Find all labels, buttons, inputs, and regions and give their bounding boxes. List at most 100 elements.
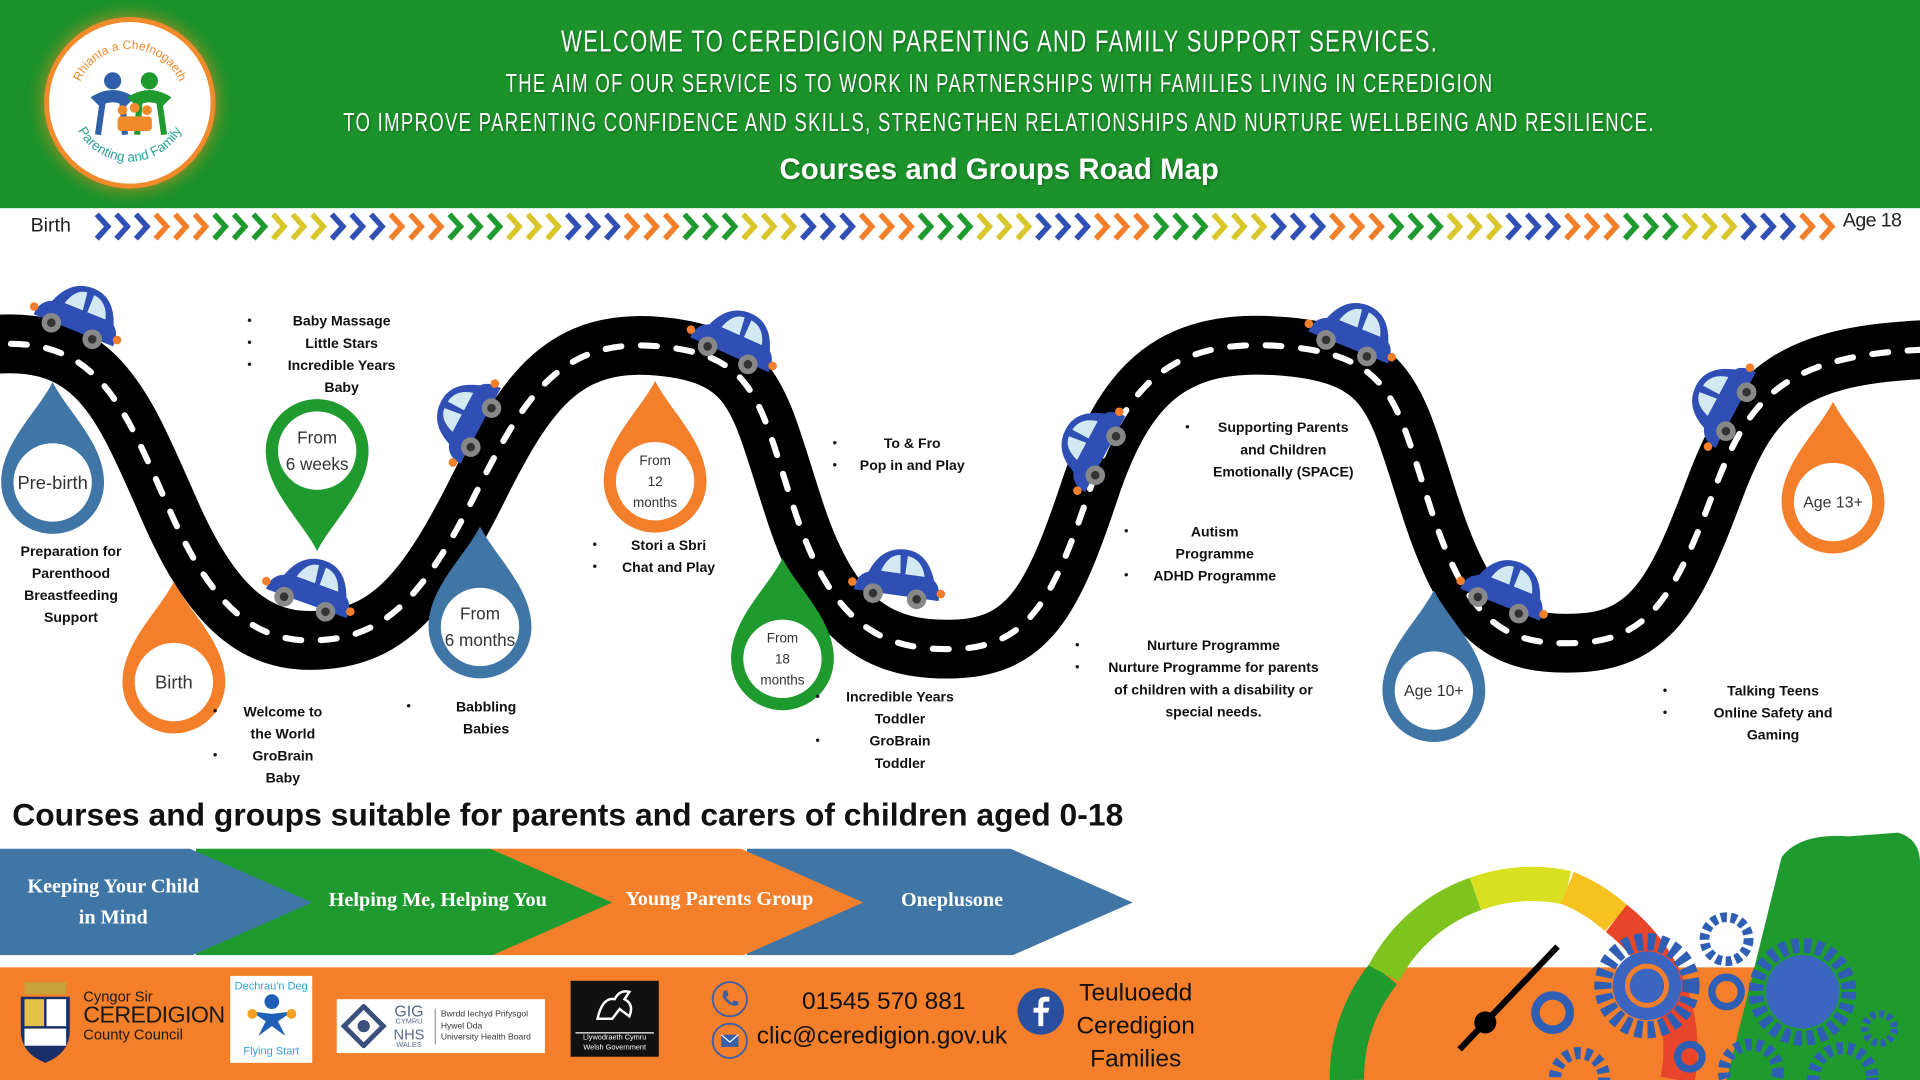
nhs-hywel-dda: Hywel Dda xyxy=(440,1021,483,1031)
timeline-chevron xyxy=(192,212,210,241)
timeline-chevron xyxy=(1759,212,1777,241)
timeline-chevron xyxy=(1328,212,1346,241)
timeline-chevron xyxy=(310,212,327,241)
pin-label: Age 13+ xyxy=(1803,495,1863,512)
timeline-chevron xyxy=(1720,212,1738,241)
timeline-chevron xyxy=(1681,212,1699,241)
course-item: Breastfeeding Support xyxy=(20,585,123,629)
timeline-chevron xyxy=(231,212,249,241)
timeline-chevron xyxy=(388,212,406,241)
timeline-chevron xyxy=(643,212,661,241)
timeline-chevron xyxy=(1231,212,1248,241)
pin-label: 6 weeks xyxy=(286,454,349,474)
logo-figures-icon: Rhianta a Chefnogaeth Parenting and Fami… xyxy=(70,38,189,165)
flying-start-english: Flying Start xyxy=(243,1044,300,1057)
facebook-line1: Teuluoedd xyxy=(1079,979,1193,1007)
facebook-icon[interactable] xyxy=(1016,987,1065,1036)
list-space: Supporting Parents and Children Emotiona… xyxy=(1185,418,1354,484)
timeline-chevron xyxy=(153,212,171,241)
timeline-chevron xyxy=(1289,212,1307,241)
course-item: ADHD Programme xyxy=(1124,566,1278,588)
gauge-gears-decoration xyxy=(1329,832,1920,1080)
timeline-chevron xyxy=(427,212,445,241)
pin-label: 6 months xyxy=(445,630,515,650)
email-address[interactable]: clic@ceredigion.gov.uk xyxy=(756,1022,1008,1050)
timeline-chevron xyxy=(1191,212,1209,241)
course-item: Stori a Sbri xyxy=(593,535,718,557)
flying-start-figures-icon xyxy=(246,994,296,1036)
timeline-chevron xyxy=(623,212,641,241)
pin-label: Age 10+ xyxy=(1404,683,1464,700)
course-item: Online Safety and Gaming xyxy=(1663,703,1857,747)
list-12-months: Stori a SbriChat and Play xyxy=(593,535,718,579)
timeline-chevron xyxy=(1662,212,1679,241)
pin-label: 12 xyxy=(648,474,663,489)
list-birth: Welcome to the WorldGroBrain Baby xyxy=(213,702,326,790)
aim-line: THE AIM OF OUR SERVICE IS TO WORK IN PAR… xyxy=(505,69,1494,98)
timeline-chevron xyxy=(1387,212,1405,241)
course-item: Little Stars xyxy=(247,333,409,355)
council-line1: Cyngor Sir xyxy=(83,988,153,1006)
course-oneplusone[interactable]: Oneplusone xyxy=(900,887,1004,912)
course-item: To & Fro xyxy=(833,433,965,455)
timeline-chevron xyxy=(212,212,230,241)
course-item: Incredible Years Baby xyxy=(247,355,409,399)
timeline-chevron xyxy=(1113,212,1131,241)
timeline-chevron xyxy=(1270,212,1287,241)
timeline-chevron xyxy=(1446,212,1464,241)
timeline-chevron xyxy=(408,212,425,241)
courses-heading: Courses and groups suitable for parents … xyxy=(12,795,1124,833)
chevron-helping-me xyxy=(195,848,613,957)
page-title: Courses and Groups Road Map xyxy=(779,153,1219,187)
timeline-chevron xyxy=(114,212,132,241)
timeline-chevron xyxy=(94,212,112,241)
timeline-chevron xyxy=(799,212,817,241)
timeline-chevron xyxy=(1799,212,1816,241)
courses-chevron-banner xyxy=(0,848,1133,957)
timeline-chevron xyxy=(917,212,935,241)
pin-label: months xyxy=(633,495,677,510)
list-6-months: Babbling Babies xyxy=(407,697,538,741)
pin-label: From xyxy=(297,427,337,447)
course-item: GroBrain Toddler xyxy=(816,731,957,775)
facebook-page-name[interactable]: Teuluoedd Ceredigion Families xyxy=(1065,977,1206,1076)
timeline-chevron xyxy=(1779,212,1797,241)
phone-number[interactable]: 01545 570 881 xyxy=(802,988,966,1016)
timeline-chevron xyxy=(1348,212,1366,241)
timeline-start-label: Birth xyxy=(30,215,71,237)
timeline-chevron xyxy=(133,212,151,241)
road xyxy=(0,314,1920,679)
timeline-chevron xyxy=(290,212,308,241)
course-item: Baby Massage xyxy=(247,311,409,333)
timeline-chevron xyxy=(486,212,504,241)
course-helping-me-helping-you[interactable]: Helping Me, Helping You xyxy=(328,887,547,912)
timeline-chevron xyxy=(702,212,719,241)
facebook-line2: Ceredigion xyxy=(1076,1012,1195,1040)
goals-line: TO IMPROVE PARENTING CONFIDENCE AND SKIL… xyxy=(343,108,1655,138)
welsh-gov-welsh: Llywodraeth Cymru xyxy=(583,1034,647,1043)
pin-age-13: Age 13+ xyxy=(1781,401,1885,554)
nhs-board-english: University Health Board xyxy=(440,1033,531,1043)
course-keeping-your-child-in-mind[interactable]: Keeping Your Child in Mind xyxy=(27,874,200,929)
timeline-chevron xyxy=(1211,212,1229,241)
course-young-parents-group[interactable]: Young Parents Group xyxy=(625,886,814,910)
timeline-chevron xyxy=(173,212,190,241)
pin-age-10: Age 10+ xyxy=(1382,590,1486,743)
timeline-chevron xyxy=(1622,212,1640,241)
welsh-gov-english: Welsh Government xyxy=(583,1044,647,1052)
ceredigion-crest-icon xyxy=(20,982,70,1063)
timeline-chevron xyxy=(1368,212,1385,241)
timeline-chevron xyxy=(1054,212,1072,241)
welsh-dragon-icon xyxy=(596,990,633,1021)
course-item: Supporting Parents and Children Emotiona… xyxy=(1185,418,1354,484)
nhs-cymru: CYMRU xyxy=(395,1018,423,1027)
pin-6-weeks: From 6 weeks xyxy=(265,399,369,552)
nhs-hywel-dda-logo: GIG CYMRU NHS WALES Bwrdd Iechyd Prifysg… xyxy=(336,999,545,1054)
course-item: Incredible Years Toddler xyxy=(816,687,957,731)
council-line3: County Council xyxy=(83,1026,183,1044)
timeline-chevron xyxy=(1818,212,1836,241)
road-centerline xyxy=(0,340,1920,653)
pin-label: From xyxy=(460,604,500,624)
timeline-chevron xyxy=(1701,212,1718,241)
